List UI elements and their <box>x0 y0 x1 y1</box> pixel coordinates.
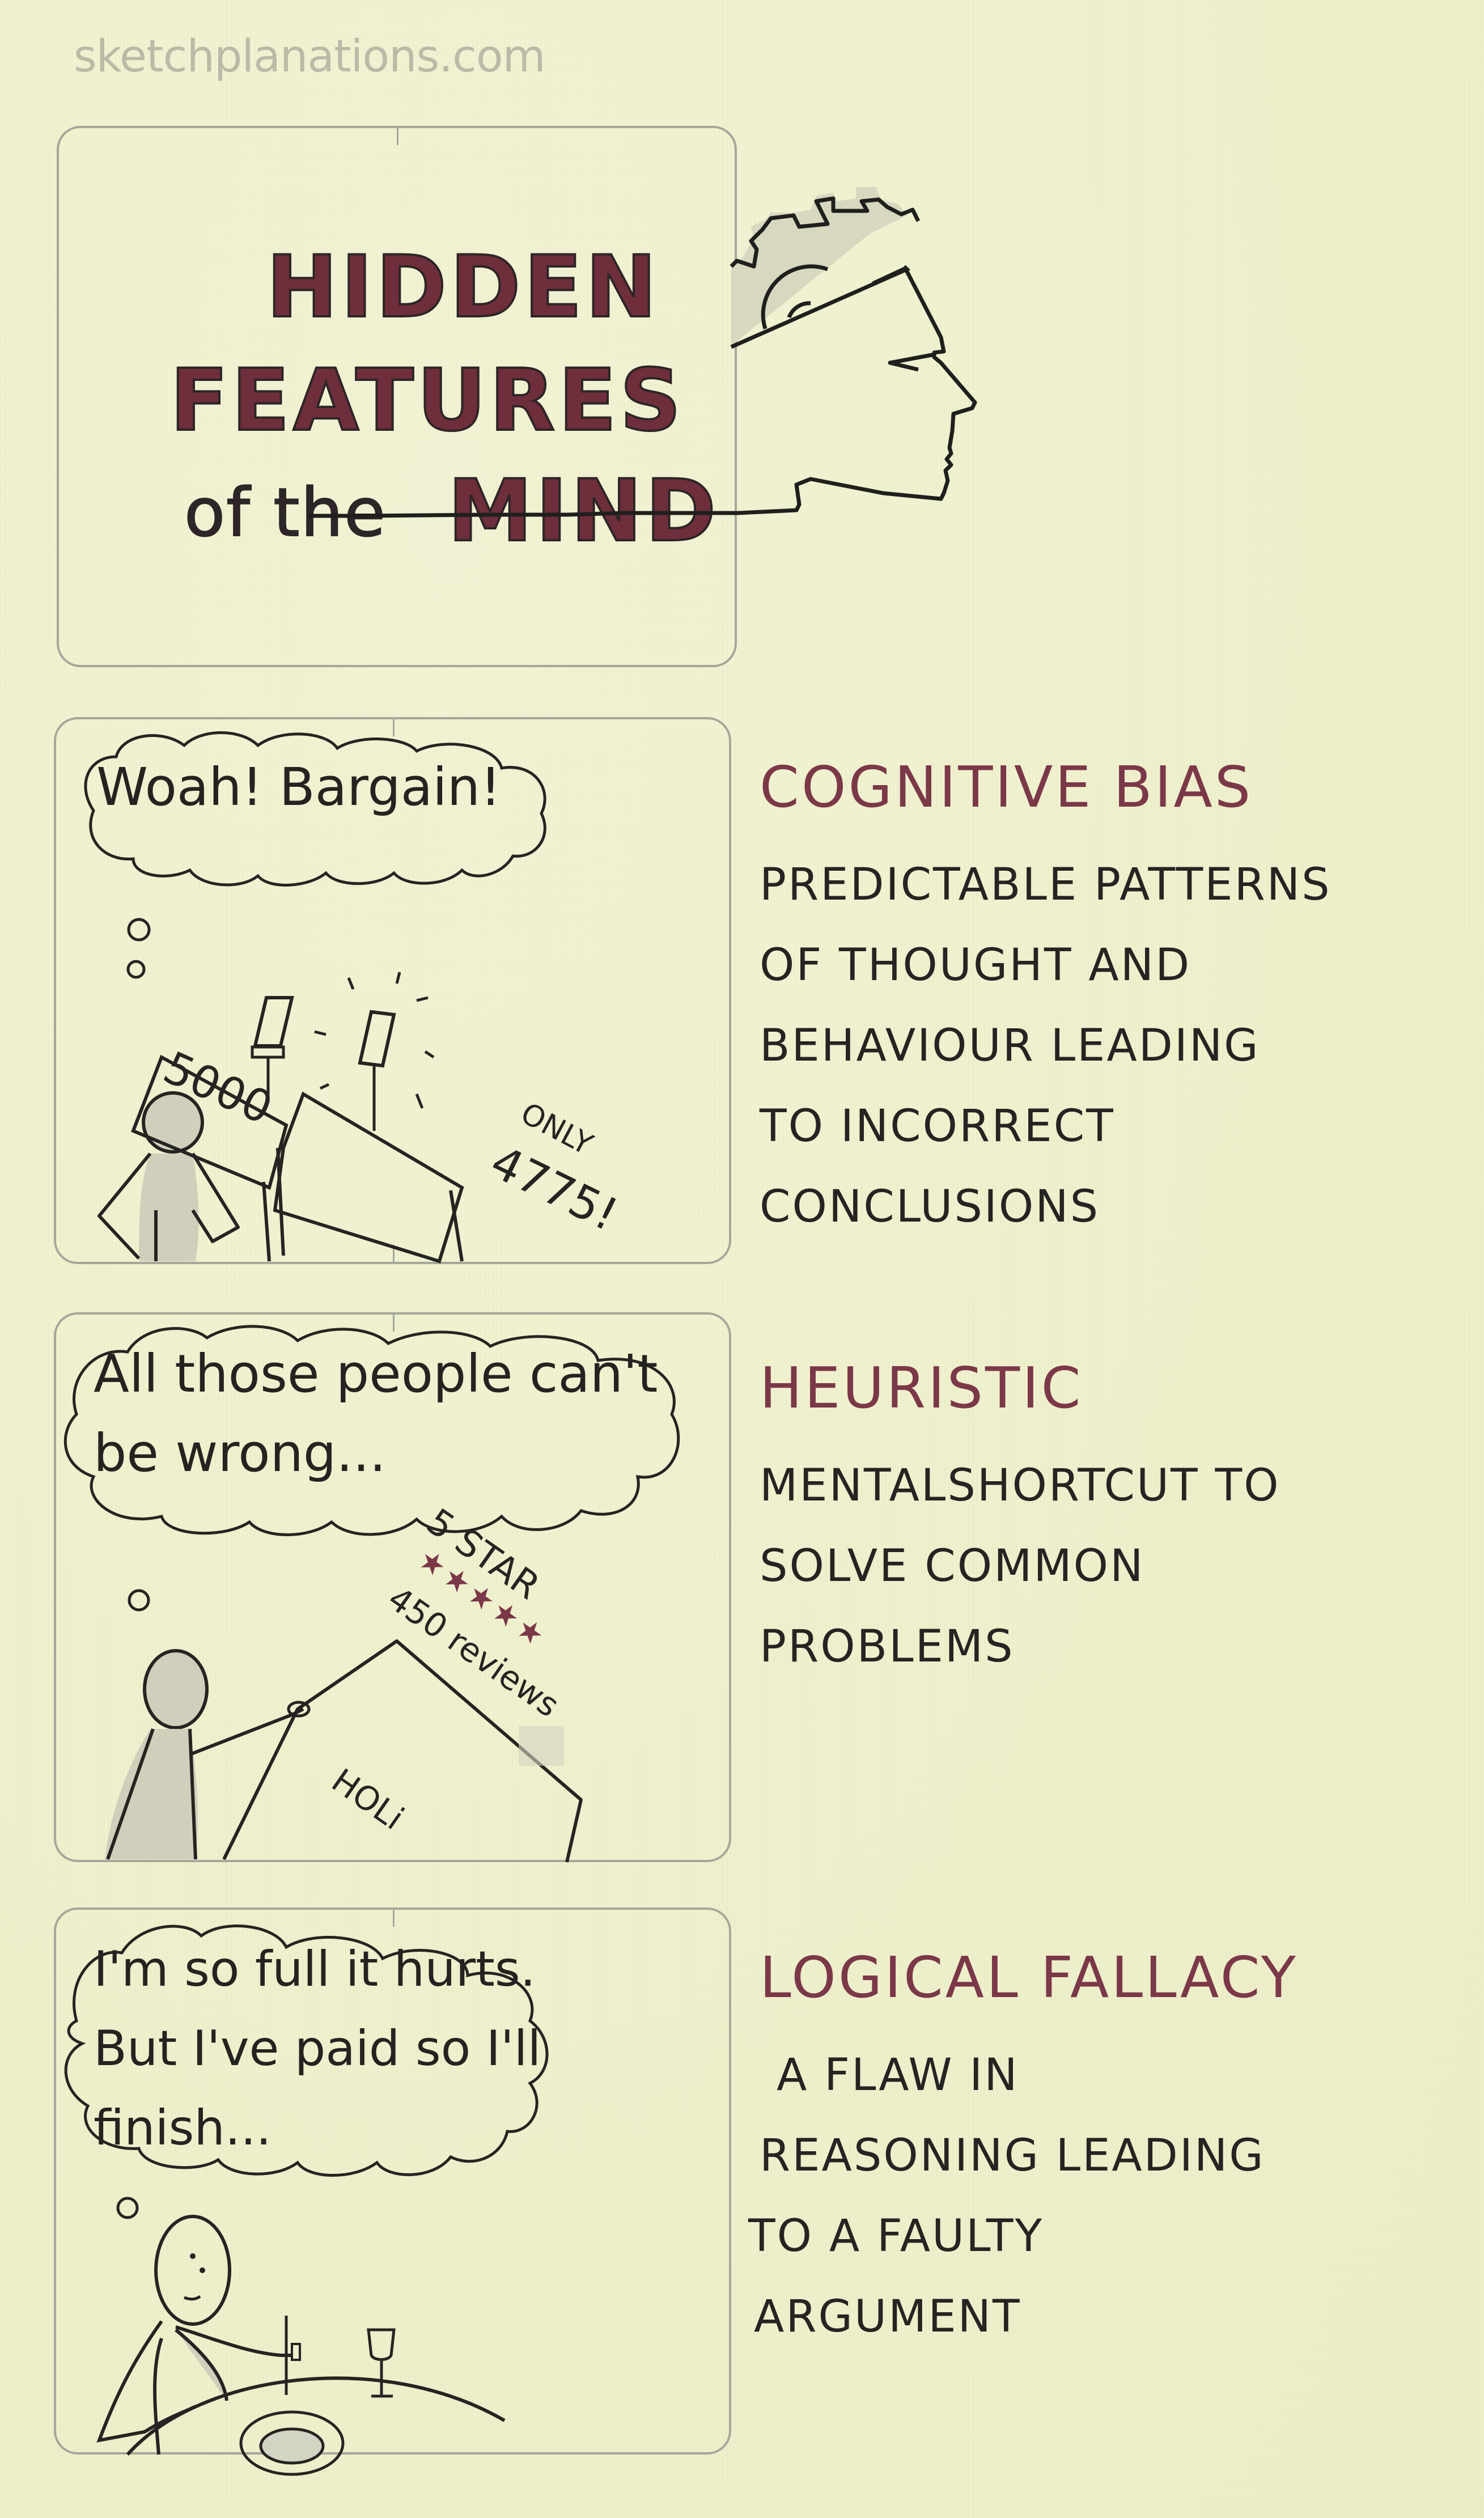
definition-line: to a faulty <box>748 2211 1044 2262</box>
definition-logical-fallacy: A flaw in reasoning leading to a faulty … <box>748 2035 1468 2357</box>
definition-line: of thought and <box>760 940 1192 991</box>
term-cognitive-bias: COGNITIVE BIAS <box>760 754 1253 820</box>
thought-text-line1: I'm so full it hurts. <box>94 1941 536 1998</box>
title-hidden: HIDDEN <box>265 237 660 338</box>
definition-line: Mentalshortcut to <box>760 1460 1281 1511</box>
definition-line: to incorrect <box>760 1101 1115 1152</box>
card-tick-mark <box>392 1245 395 1264</box>
thought-text-line2: be wrong... <box>94 1423 387 1483</box>
card-tick-mark <box>392 1312 395 1332</box>
definition-line: problems <box>760 1621 1015 1672</box>
thought-text-line3: finish... <box>94 2100 272 2156</box>
definition-cognitive-bias: Predictable patterns of thought and beha… <box>760 845 1468 1247</box>
definition-line: behaviour leading <box>760 1020 1260 1071</box>
definition-heuristic: Mentalshortcut to solve common problems <box>760 1445 1468 1687</box>
term-logical-fallacy: LOGICAL FALLACY <box>760 1944 1298 2011</box>
card-tick-mark <box>397 126 398 145</box>
definition-line: A flaw in <box>777 2050 1019 2101</box>
thought-text-line2: But I've paid so I'll <box>94 2020 541 2077</box>
thought-text: Woah! Bargain! <box>96 757 501 817</box>
card-tick-mark <box>392 717 395 736</box>
site-watermark: sketchplanations.com <box>74 31 546 82</box>
panel-logical-fallacy <box>54 1907 731 2455</box>
card-tick-mark <box>392 1907 395 1927</box>
definition-line: reasoning leading <box>760 2130 1265 2181</box>
definition-line: Predictable patterns <box>760 859 1332 910</box>
thought-cloud-icon <box>64 1924 549 2476</box>
head-with-gear-icon <box>309 187 977 518</box>
definition-line: argument <box>754 2291 1021 2342</box>
definition-line: conclusions <box>760 1181 1100 1232</box>
panel-heuristic <box>54 1312 731 1862</box>
thought-text-line1: All those people can't <box>94 1343 658 1404</box>
title-of-the: of the <box>184 473 387 552</box>
thought-cloud-icon <box>84 731 546 1264</box>
term-heuristic: HEURISTIC <box>760 1355 1083 1421</box>
title-features: FEATURES <box>169 350 685 451</box>
definition-line: solve common <box>760 1541 1145 1592</box>
title-card <box>57 126 737 667</box>
panel-cognitive-bias <box>54 717 731 1264</box>
thought-cloud-icon <box>63 1325 680 1863</box>
